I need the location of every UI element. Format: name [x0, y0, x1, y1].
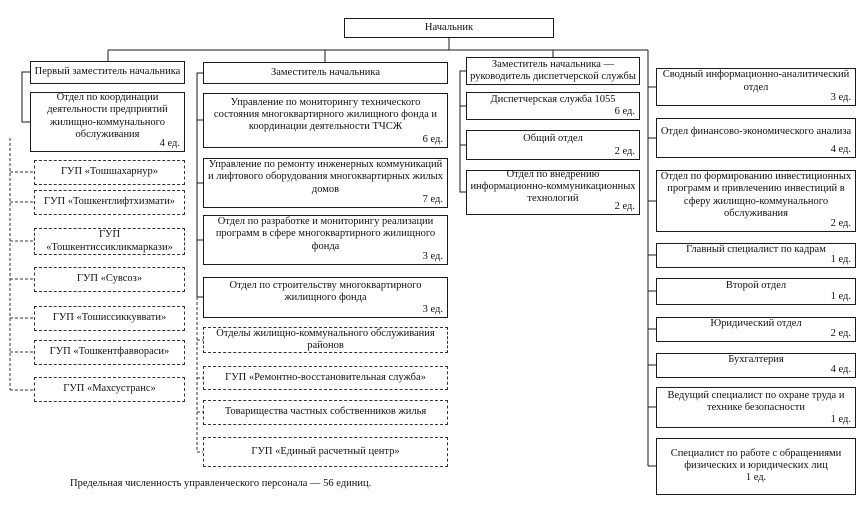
staff-count: 4 ед. [830, 363, 851, 375]
org-box-title: Управление по мониторингу технического с… [213, 96, 438, 133]
connector-col1-bracket [21, 71, 30, 123]
org-box-construction-dept: Отдел по строительству многоквартирного … [203, 277, 448, 318]
org-box-gup-unified-settlement-center: ГУП «Единый расчетный центр» [203, 437, 448, 467]
org-box-title: Второй отдел [725, 279, 787, 291]
org-box-chief: Начальник [344, 18, 554, 38]
org-box-title: Отдел по внедрению информационно-коммуни… [470, 168, 636, 205]
staff-limit-note: Предельная численность управленческого п… [70, 478, 372, 489]
org-box-deputy-dispatcher: Заместитель начальника — руководитель ди… [466, 57, 640, 85]
org-box-gup-toshkentliftxizmati: ГУП «Тошкентлифтхизмати» [34, 190, 185, 215]
org-box-title: ГУП «Тошкентлифтхизмати» [44, 196, 175, 208]
org-box-title: Отделы жилищно-коммунального обслуживани… [216, 327, 435, 351]
org-box-title: Общий отдел [523, 133, 583, 145]
org-box-title: ГУП «Сувсоз» [76, 273, 143, 285]
org-box-title: Главный специалист по кадрам [686, 243, 826, 255]
staff-count: 4 ед. [159, 137, 180, 149]
org-box-accounting: Бухгалтерия 4 ед. [656, 353, 856, 378]
staff-count: 2 ед. [830, 217, 851, 229]
org-box-gup-toshissiqquvvati: ГУП «Тошиссиккуввати» [34, 306, 185, 331]
org-box-title: ГУП «Тошкентиссикликмаркази» [46, 229, 173, 253]
staff-count: 1 ед. [830, 290, 851, 302]
org-box-deputy: Заместитель начальника [203, 62, 448, 84]
org-box-title: Специалист по работе с обращениями физич… [670, 447, 842, 471]
org-box-appeals-specialist: Специалист по работе с обращениями физич… [656, 438, 856, 495]
org-box-title: Товарищества частных собственников жилья [224, 406, 427, 418]
org-box-title: ГУП «Тошшахарнур» [60, 166, 159, 178]
staff-count: 2 ед. [614, 145, 635, 157]
staff-count: 1 ед. [830, 413, 851, 425]
org-box-title: Юридический отдел [710, 317, 802, 329]
staff-count: 1 ед. [830, 253, 851, 265]
org-box-first-deputy: Первый заместитель начальника [30, 61, 185, 84]
org-box-financial-analysis-dept: Отдел финансово-экономического анализа 4… [656, 118, 856, 158]
staff-count: 3 ед. [422, 303, 443, 315]
staff-count: 2 ед. [830, 327, 851, 339]
org-box-dispatch-service-1055: Диспетчерская служба 1055 6 ед. [466, 92, 640, 120]
org-box-title: Отдел по строительству многоквартирного … [229, 279, 422, 303]
org-box-coordination-dept: Отдел по координации деятельности предпр… [30, 92, 185, 152]
org-box-monitoring-dept: Управление по мониторингу технического с… [203, 93, 448, 148]
staff-count: 2 ед. [614, 200, 635, 212]
org-box-title: ГУП «Единый расчетный центр» [251, 445, 400, 457]
staff-count: 4 ед. [830, 143, 851, 155]
org-box-ict-dept: Отдел по внедрению информационно-коммуни… [466, 168, 640, 215]
org-box-gup-toshkentfavvorasi: ГУП «Тошкентфаввораси» [34, 340, 185, 365]
org-box-title: Ведущий специалист по охране труда и тех… [667, 389, 845, 413]
org-box-repair-dept: Управление по ремонту инженерных коммуни… [203, 158, 448, 208]
org-box-second-dept: Второй отдел 1 ед. [656, 278, 856, 305]
staff-count: 3 ед. [422, 250, 443, 262]
org-box-district-depts: Отделы жилищно-коммунального обслуживани… [203, 327, 448, 353]
org-box-gup-remont-service: ГУП «Ремонтно-восстановительная служба» [203, 366, 448, 390]
org-box-title: Заместитель начальника [270, 66, 381, 78]
org-box-title: Отдел финансово-экономического анализа [660, 126, 852, 138]
org-box-info-analytical-dept: Сводный информационно-аналитический отде… [656, 68, 856, 106]
org-box-title: Начальник [424, 21, 474, 33]
staff-count: 6 ед. [614, 105, 635, 117]
org-box-title: ГУП «Махсустранс» [63, 383, 156, 395]
org-box-program-dept: Отдел по разработке и мониторингу реализ… [203, 215, 448, 265]
connector-col3-spine [459, 70, 466, 193]
org-box-title: Бухгалтерия [728, 353, 784, 365]
org-box-title: Отдел по формированию инвестиционных про… [660, 171, 852, 219]
org-box-gup-suvsoz: ГУП «Сувсоз» [34, 267, 185, 292]
org-box-title: Заместитель начальника — руководитель ди… [470, 58, 636, 82]
staff-count: 6 ед. [422, 133, 443, 145]
org-box-gup-toshshaharnur: ГУП «Тошшахарнур» [34, 160, 185, 185]
org-box-title: Первый заместитель начальника [34, 66, 181, 78]
staff-count: 3 ед. [830, 91, 851, 103]
org-box-labor-safety-specialist: Ведущий специалист по охране труда и тех… [656, 387, 856, 428]
connector-col2-spine [196, 72, 203, 298]
org-box-title: Отдел по разработке и мониторингу реализ… [215, 216, 436, 252]
staff-count: 1 ед. [745, 472, 767, 484]
org-box-title: Отдел по координации деятельности предпр… [47, 92, 168, 140]
org-box-title: Сводный информационно-аналитический отде… [662, 69, 850, 93]
org-box-title: ГУП «Тошкентфаввораси» [49, 346, 170, 358]
org-box-title: Диспетчерская служба 1055 [490, 94, 616, 106]
staff-count: 7 ед. [422, 193, 443, 205]
org-box-gup-toshkentissiqlikmarkazi: ГУП «Тошкентиссикликмаркази» [34, 228, 185, 255]
org-box-hr-specialist: Главный специалист по кадрам 1 ед. [656, 243, 856, 268]
org-box-gup-maxsustrans: ГУП «Махсустранс» [34, 377, 185, 402]
org-box-general-dept: Общий отдел 2 ед. [466, 130, 640, 160]
org-box-legal-dept: Юридический отдел 2 ед. [656, 317, 856, 342]
org-box-title: ГУП «Тошиссиккуввати» [52, 312, 167, 324]
org-box-investment-dept: Отдел по формированию инвестиционных про… [656, 170, 856, 232]
org-box-title: ГУП «Ремонтно-восстановительная служба» [225, 371, 426, 383]
org-box-homeowner-associations: Товарищества частных собственников жилья [203, 400, 448, 425]
org-box-title: Управление по ремонту инженерных коммуни… [208, 159, 443, 195]
